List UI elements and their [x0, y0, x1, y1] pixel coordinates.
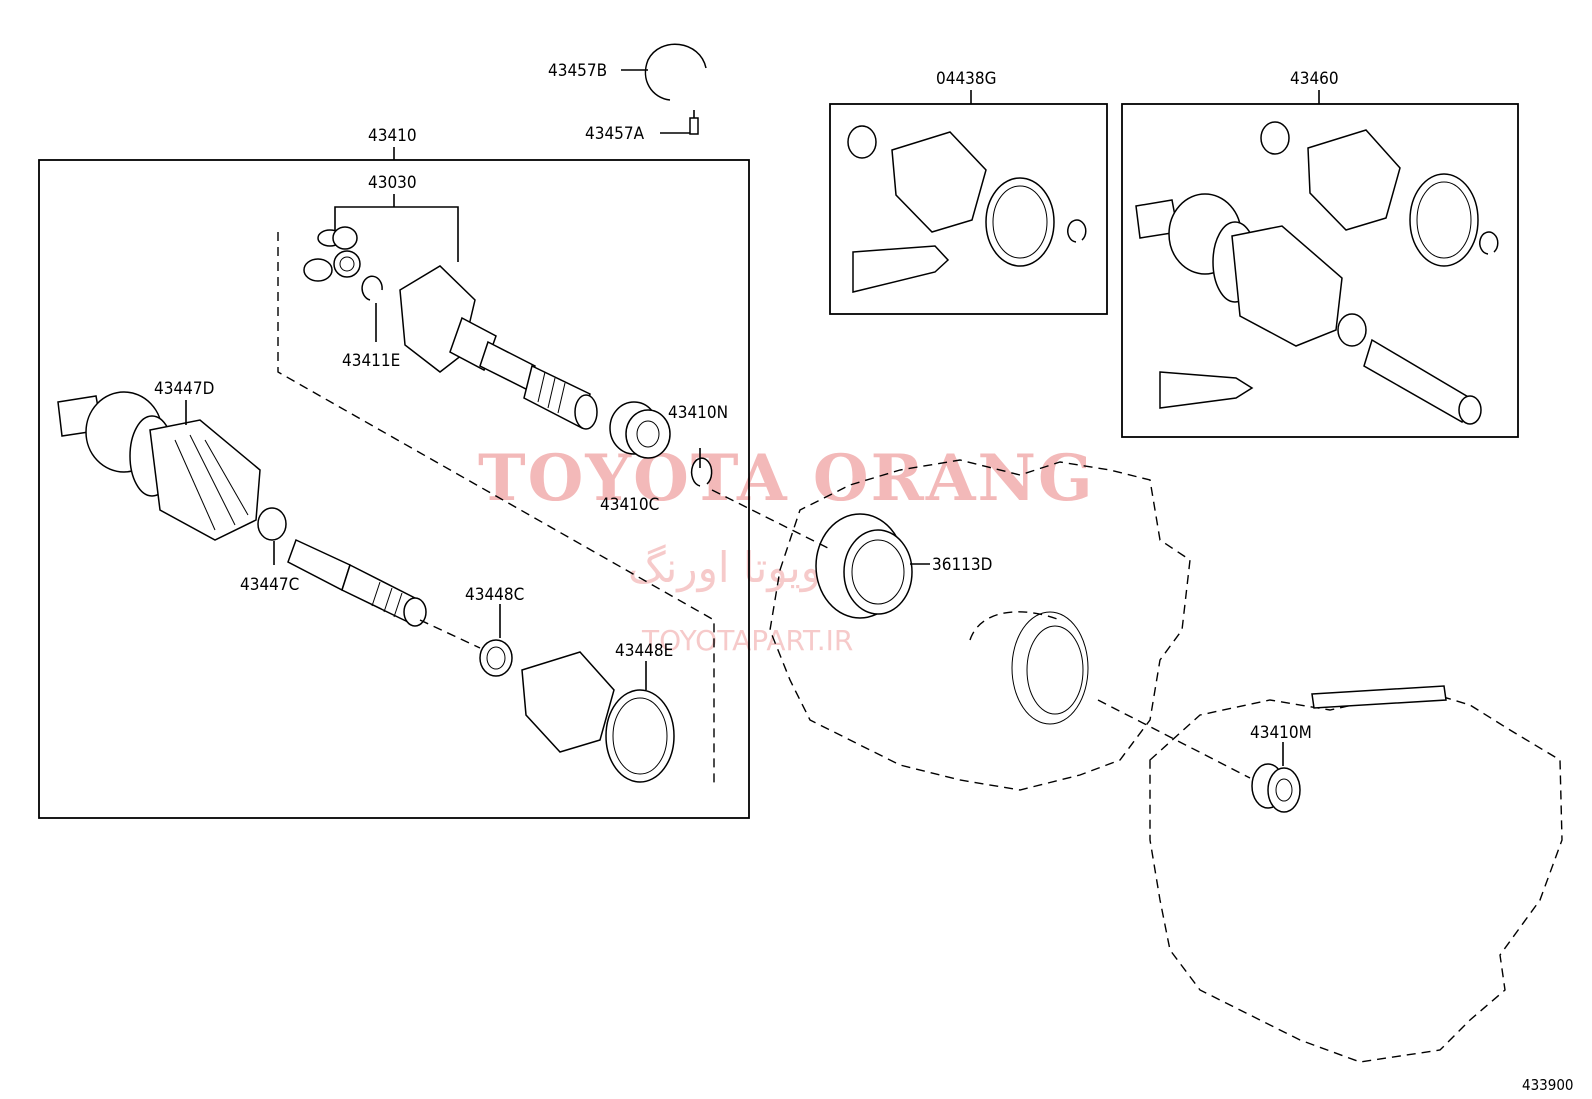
boot-kit-04438G-parts: [847, 125, 1087, 293]
label-43447C[interactable]: 43447C: [240, 575, 299, 595]
label-04438G[interactable]: 04438G: [936, 69, 997, 89]
snap-ring-43411E: [361, 275, 383, 301]
boot-43448E: [521, 651, 675, 783]
label-43457A[interactable]: 43457A: [585, 124, 645, 144]
engine-block-outline: [1149, 689, 1563, 1063]
label-43410[interactable]: 43410: [368, 126, 417, 146]
axle-shaft: [287, 538, 427, 627]
inboard-joint-housing: [399, 265, 598, 430]
watermark-site: TOYOTAPART.IR: [641, 624, 853, 657]
label-43410N[interactable]: 43410N: [668, 403, 728, 423]
snap-ring-43410N: [690, 457, 713, 487]
label-43448C[interactable]: 43448C: [465, 585, 524, 605]
bolt-43457A: [689, 110, 699, 135]
clip-43457B: [644, 43, 707, 101]
label-43410M[interactable]: 43410M: [1250, 723, 1312, 743]
oil-seal-36113D: [815, 513, 913, 619]
label-43410C[interactable]: 43410C: [600, 495, 659, 515]
bearing-43410C: [609, 401, 671, 459]
exploded-outline-inner: [277, 232, 715, 788]
watermark-brand: TOYOTA ORANG: [478, 441, 1095, 516]
label-43411E[interactable]: 43411E: [342, 351, 400, 371]
assembly-box-43460: [1121, 103, 1519, 438]
label-43447D[interactable]: 43447D: [154, 379, 214, 399]
label-43448E[interactable]: 43448E: [615, 641, 673, 661]
shaft-assembly-43460-parts: [1135, 121, 1499, 425]
clamp-43448C: [479, 639, 513, 677]
label-43030[interactable]: 43030: [368, 173, 417, 193]
bearing-43410M: [1251, 763, 1301, 813]
label-43460[interactable]: 43460: [1290, 69, 1339, 89]
transaxle-bore: [969, 611, 1089, 725]
figure-code: 433900: [1522, 1076, 1574, 1094]
outboard-cv-joint: [57, 391, 287, 541]
tripod-joint: [303, 226, 361, 282]
dipstick-tube: [1311, 685, 1447, 709]
label-36113D[interactable]: 36113D: [932, 555, 992, 575]
kit-box-04438G: [829, 103, 1108, 315]
label-43457B[interactable]: 43457B: [548, 61, 607, 81]
watermark-persian: تویوتا اورنگ: [628, 543, 834, 592]
